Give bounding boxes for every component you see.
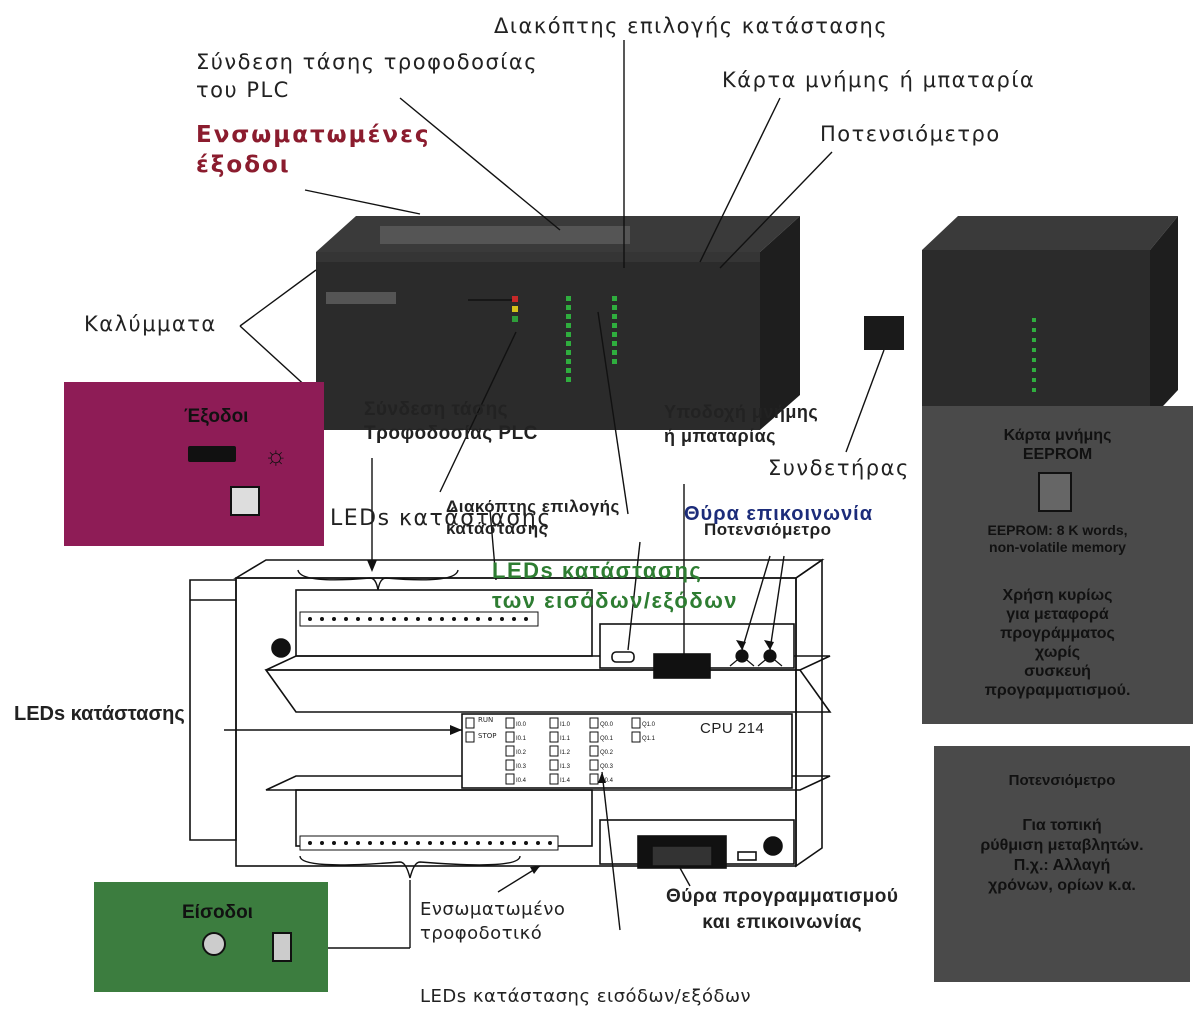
label-power-connection: Σύνδεση τάσης τροφοδοσίας του PLC	[196, 48, 538, 104]
io-led-label: I1.1	[560, 736, 571, 742]
inputs-title: Είσοδοι	[182, 902, 253, 924]
memory-card-icon	[1038, 472, 1072, 512]
io-led-label: Q1.1	[642, 736, 656, 742]
io-led-label: Q0.1	[600, 736, 614, 742]
plc-model-plate	[326, 292, 396, 304]
io-led-label: Q0.3	[600, 764, 614, 770]
io-led-label: I1.2	[560, 750, 571, 756]
io-led-label: I1.0	[560, 722, 571, 728]
label-covers: Καλύμματα	[84, 312, 217, 337]
memory-card-title: Κάρτα μνήμης EEPROM	[922, 426, 1193, 464]
outputs-box: Έξοδοι ☼	[64, 382, 324, 546]
label-connector: Συνδετήρας	[768, 456, 910, 481]
outputs-title: Έξοδοι	[184, 406, 248, 428]
label-builtin-supply: Ενσωματωμένο τροφοδοτικό	[420, 898, 565, 946]
motor-icon	[188, 446, 236, 462]
io-led-label: Q0.0	[600, 722, 614, 728]
label-bottom-io-leds: LEDs κατάστασης εισόδων/εξόδων	[420, 986, 751, 1008]
label-builtin-outputs: Ενσωματωμένες έξοδοι	[196, 120, 431, 180]
label-potentiometer-top: Ποτενσιόμετρο	[820, 122, 1001, 147]
io-led-label: Q1.0	[642, 722, 656, 728]
io-led-label: I0.1	[516, 736, 527, 742]
cpu-label: CPU 214	[700, 720, 764, 738]
memory-cartridge	[864, 316, 904, 350]
io-led-label: I0.4	[516, 778, 527, 784]
label-status-leds-left: LEDs κατάστασης	[14, 702, 185, 726]
label-memory-card-battery: Κάρτα μνήμης ή μπαταρία	[722, 68, 1035, 93]
io-led-label: I1.4	[560, 778, 571, 784]
potentiometer-box-title: Ποτενσιόμετρο	[934, 772, 1190, 789]
io-led-label: I0.3	[516, 764, 527, 770]
expansion-module	[922, 250, 1150, 420]
sensor-icon	[202, 932, 226, 956]
inputs-box: Είσοδοι	[94, 882, 328, 992]
label-mode-switch: Διακόπτης επιλογής κατάστασης	[494, 14, 888, 39]
label-mode-switch-overlay: Διακόπτης επιλογής κατάστασης	[446, 496, 620, 540]
memory-card-spec: EEPROM: 8 K words, non-volatile memory	[922, 522, 1193, 556]
led-run	[512, 306, 518, 312]
relay-icon	[230, 486, 260, 516]
switch-icon	[272, 932, 292, 962]
run-label: RUN	[478, 716, 493, 724]
label-programming-port: Θύρα προγραμματισμού και επικοινωνίας	[666, 884, 898, 936]
io-led-label: Q0.2	[600, 750, 614, 756]
lamp-icon: ☼	[264, 440, 288, 471]
label-io-leds: LEDs κατάστασης των εισόδων/εξόδων	[492, 556, 738, 616]
led-sf	[512, 296, 518, 302]
label-memory-slot: Υποδοχή μνήμης ή μπαταρίας	[664, 400, 818, 448]
label-potentiometer-overlay: Ποτενσιόμετρο	[704, 520, 832, 540]
memory-card-box: Κάρτα μνήμης EEPROM EEPROM: 8 K words, n…	[922, 406, 1193, 724]
potentiometer-box-text: Για τοπική ρύθμιση μεταβλητών. Π.χ.: Αλλ…	[934, 816, 1190, 896]
io-led-label: I0.0	[516, 722, 527, 728]
led-stop	[512, 316, 518, 322]
io-led-label: Q0.4	[600, 778, 614, 784]
stop-label: STOP	[478, 732, 496, 740]
io-led-label: I1.3	[560, 764, 571, 770]
label-power-plc: Σύνδεση τάσης Τροφοδοσίας PLC	[364, 398, 538, 446]
potentiometer-box: Ποτενσιόμετρο Για τοπική ρύθμιση μεταβλη…	[934, 746, 1190, 982]
memory-card-usage: Χρήση κυρίως για μεταφορά προγράμματος χ…	[922, 586, 1193, 700]
io-led-label: I0.2	[516, 750, 527, 756]
